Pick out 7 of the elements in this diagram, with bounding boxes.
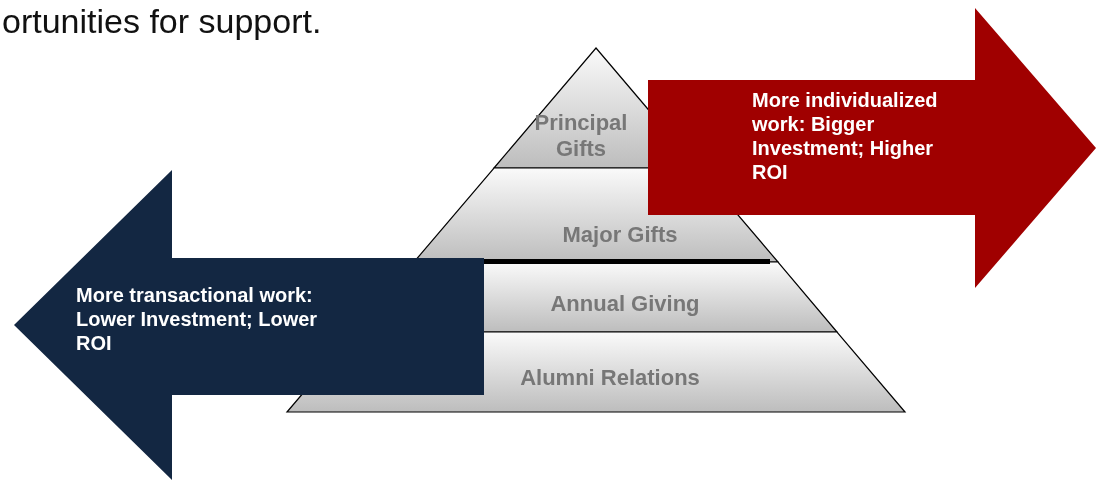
tier-label: Annual Giving xyxy=(549,291,701,318)
tier-label: Alumni Relations xyxy=(519,365,701,392)
heading-text: ortunities for support. xyxy=(2,2,322,41)
arrow-label: More transactional work: Lower Investment; Lower ROI xyxy=(76,283,319,355)
tier-label: Principal Gifts xyxy=(533,110,629,163)
arrow-label: More individualized work: Bigger Investment; Higher ROI xyxy=(752,88,939,184)
tier-label: Major Gifts xyxy=(561,222,679,249)
